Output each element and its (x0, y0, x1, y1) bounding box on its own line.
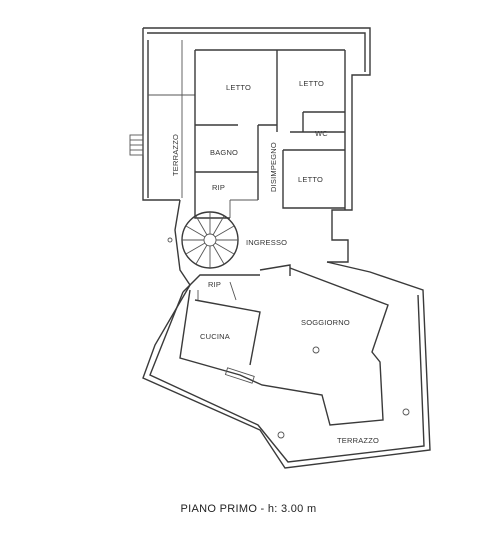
label-terrazzo-2: TERRAZZO (337, 436, 379, 445)
label-letto-2: LETTO (299, 79, 324, 88)
label-disimpegno: DISIMPEGNO (269, 142, 278, 192)
label-letto-1: LETTO (226, 83, 251, 92)
label-bagno: BAGNO (210, 148, 238, 157)
lower-block-walls (142, 199, 431, 469)
label-ingresso: INGRESSO (246, 238, 287, 247)
spiral-staircase (181, 211, 239, 269)
label-rip-2: RIP (208, 280, 221, 289)
plan-caption: PIANO PRIMO - h: 3.00 m (180, 503, 317, 515)
floor-plan: LETTO LETTO WC BAGNO LETTO RIP DISIMPEGN… (129, 27, 431, 469)
label-terrazzo-1: TERRAZZO (171, 134, 180, 176)
label-soggiorno: SOGGIORNO (301, 318, 350, 327)
label-cucina: CUCINA (200, 332, 230, 341)
label-letto-3: LETTO (298, 175, 323, 184)
upper-block-walls (142, 27, 371, 263)
label-rip-1: RIP (212, 183, 225, 192)
label-wc: WC (315, 129, 328, 138)
side-steps (129, 134, 144, 156)
